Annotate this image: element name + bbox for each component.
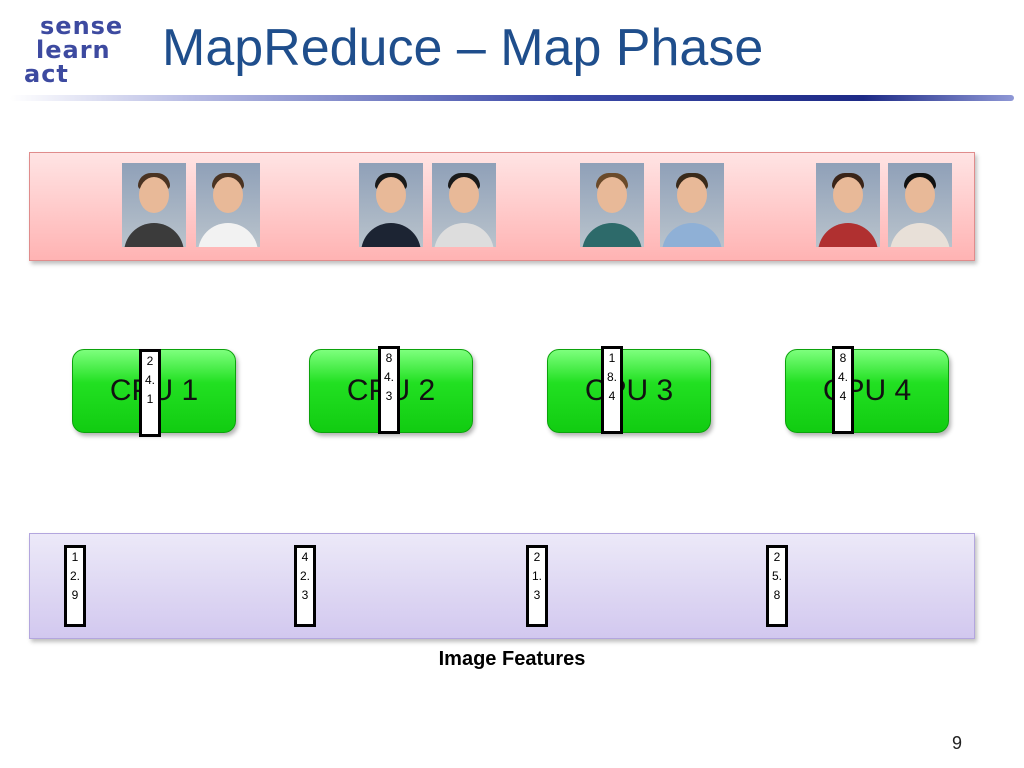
logo-line-act: act bbox=[24, 62, 69, 86]
person-photo bbox=[660, 163, 724, 247]
sense-learn-act-logo: sense learn act bbox=[22, 14, 132, 92]
feature-value-tag: 25.8 bbox=[766, 545, 788, 627]
logo-line-learn: learn bbox=[36, 38, 111, 62]
feature-value-tag: 12.9 bbox=[64, 545, 86, 627]
logo-line-sense: sense bbox=[40, 14, 123, 38]
cpu-2-value-tag: 84.3 bbox=[378, 346, 400, 434]
person-photo bbox=[196, 163, 260, 247]
person-photo bbox=[432, 163, 496, 247]
cpu-4-label: CPU 4 bbox=[822, 374, 912, 407]
feature-value-tag: 42.3 bbox=[294, 545, 316, 627]
image-features-band bbox=[29, 533, 975, 639]
feature-value-tag: 21.3 bbox=[526, 545, 548, 627]
logo-sense-text: sense bbox=[40, 12, 124, 40]
person-photo bbox=[888, 163, 952, 247]
image-features-label: Image Features bbox=[438, 648, 586, 670]
page-number: 9 bbox=[951, 733, 962, 753]
cpu-4-value-tag: 84.4 bbox=[832, 346, 854, 434]
logo-learn-text: learn bbox=[36, 36, 111, 64]
cpu-3-value-tag: 18.4 bbox=[601, 346, 623, 434]
cpu-1-value-tag: 24.1 bbox=[139, 349, 161, 437]
slide-title: MapReduce – Map Phase bbox=[162, 19, 764, 77]
cpu-3-box: CPU 3 bbox=[547, 349, 711, 433]
person-photo bbox=[580, 163, 644, 247]
cpu-4-box: CPU 4 bbox=[785, 349, 949, 433]
images-band bbox=[29, 152, 975, 261]
title-underline bbox=[10, 95, 1014, 101]
person-photo bbox=[122, 163, 186, 247]
logo-act-text: act bbox=[24, 60, 69, 88]
cpu-3-label: CPU 3 bbox=[584, 374, 674, 407]
person-photo bbox=[816, 163, 880, 247]
person-photo bbox=[359, 163, 423, 247]
